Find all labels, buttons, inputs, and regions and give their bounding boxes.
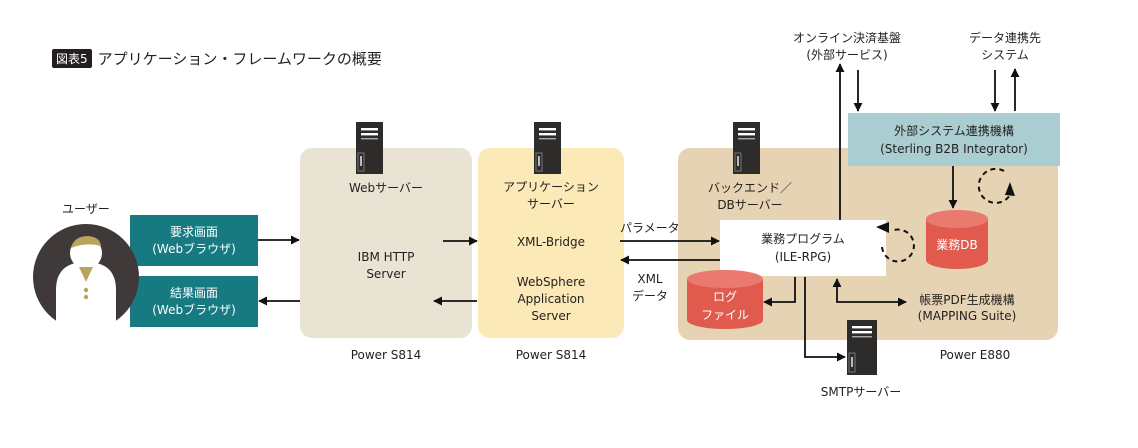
business-program-label: 業務プログラム: [761, 232, 845, 246]
app-server-title: アプリケーション サーバー: [478, 179, 624, 213]
cycle-arrowhead-program: [876, 222, 889, 233]
cycle-icon-external: [977, 167, 1013, 204]
request-screen-label: 要求画面: [169, 224, 218, 239]
xml-data-line1: XML: [637, 272, 663, 286]
data-partner-line2: システム: [981, 48, 1029, 62]
websphere-line3: Server: [531, 309, 571, 323]
log-file-label: ログ ファイル: [687, 288, 763, 324]
backend-server-icon: [733, 122, 760, 174]
websphere-label: WebSphere Application Server: [478, 274, 624, 325]
web-server-title: Webサーバー: [348, 181, 424, 195]
external-integration-box: 外部システム連携機構 (Sterling B2B Integrator): [848, 113, 1060, 166]
business-program-box: 業務プログラム (ILE-RPG): [720, 220, 886, 276]
result-screen-browser: (Webブラウザ): [152, 302, 236, 317]
web-server-software-line2: Server: [366, 267, 406, 281]
backend-server-title: バックエンド／ DBサーバー: [690, 180, 810, 214]
backend-server-title-line2: DBサーバー: [717, 198, 783, 212]
data-partner-line1: データ連携先: [968, 31, 1041, 45]
web-server-software: IBM HTTP Server: [300, 249, 472, 283]
web-server-icon: [356, 122, 383, 174]
web-server-panel: [300, 148, 472, 338]
xml-data-label: XML データ: [628, 271, 672, 305]
user-icon: [33, 224, 139, 330]
arrow-pdf-engine: [832, 278, 907, 307]
xml-bridge-label: XML-Bridge: [516, 235, 586, 249]
log-file-cylinder: [687, 270, 763, 329]
app-server-title-line2: サーバー: [527, 197, 575, 211]
app-server-machine: Power S814: [515, 348, 587, 362]
result-screen-box: 結果画面 (Webブラウザ): [130, 276, 258, 327]
backend-server-machine: Power E880: [939, 348, 1011, 362]
web-server-software-line1: IBM HTTP: [357, 250, 415, 264]
online-payment-label: オンライン決済基盤 (外部サービス): [772, 30, 922, 64]
user-label: ユーザー: [62, 202, 110, 216]
business-program-language: (ILE-RPG): [774, 250, 832, 264]
online-payment-line1: オンライン決済基盤: [792, 31, 901, 45]
business-db-cylinder: [926, 210, 988, 269]
log-file-line2: ファイル: [700, 308, 749, 322]
request-screen-box: 要求画面 (Webブラウザ): [130, 215, 258, 266]
cycle-icon-program: [881, 228, 915, 263]
web-server-machine: Power S814: [350, 348, 422, 362]
arrow-to-log-file: [763, 277, 796, 307]
smtp-server-icon: [847, 320, 877, 375]
pdf-engine-line1: 帳票PDF生成機構: [919, 293, 1015, 307]
app-server-icon: [534, 122, 561, 174]
pdf-engine-line2: (MAPPING Suite): [917, 309, 1017, 323]
app-server-title-line1: アプリケーション: [503, 180, 599, 194]
log-file-line1: ログ: [712, 290, 737, 304]
app-server-panel: [478, 148, 624, 338]
online-payment-line2: (外部サービス): [806, 48, 888, 62]
websphere-line2: Application: [517, 292, 585, 306]
xml-data-line2: データ: [631, 289, 668, 303]
websphere-line1: WebSphere: [516, 275, 586, 289]
smtp-server-label: SMTPサーバー: [820, 385, 902, 399]
pdf-engine-label: 帳票PDF生成機構 (MAPPING Suite): [908, 292, 1026, 324]
result-screen-label: 結果画面: [169, 285, 218, 300]
backend-server-title-line1: バックエンド／: [707, 181, 792, 195]
external-integration-product: (Sterling B2B Integrator): [880, 141, 1028, 156]
cycle-arrowhead-external: [1005, 182, 1015, 196]
data-partner-label: データ連携先 システム: [955, 30, 1055, 64]
figure-badge: 図表5: [52, 49, 92, 68]
parameter-label: パラメータ: [620, 221, 680, 235]
business-db-label: 業務DB: [936, 238, 978, 252]
figure-title-text: アプリケーション・フレームワークの概要: [97, 50, 382, 68]
request-screen-browser: (Webブラウザ): [152, 241, 236, 256]
external-integration-label: 外部システム連携機構: [894, 123, 1014, 138]
arrow-to-smtp: [804, 277, 846, 362]
figure-title: 図表5 アプリケーション・フレームワークの概要: [52, 48, 382, 69]
